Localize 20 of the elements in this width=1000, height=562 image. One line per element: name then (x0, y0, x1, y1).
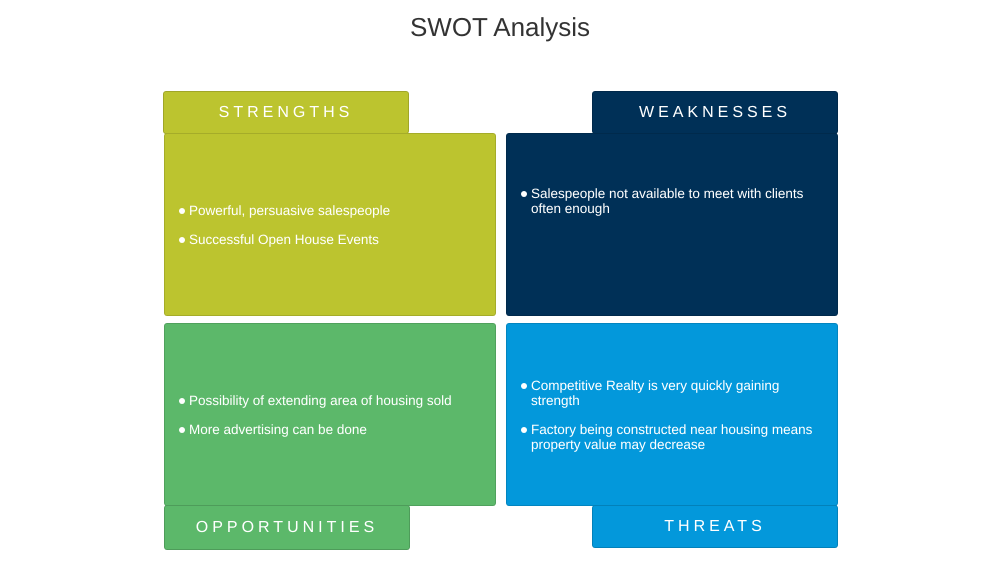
quadrant-box (506, 323, 838, 506)
heading-tab (592, 91, 838, 134)
bullet-item: Successful Open House Events (189, 232, 379, 246)
diagram-title: SWOT Analysis (410, 12, 590, 43)
bullet-item: Possibility of extending area of housing sold (189, 392, 452, 408)
bullet-item: Salespeople not available to meet with clients often enough (531, 186, 804, 216)
quadrant-box (164, 133, 496, 316)
quadrant-heading: THREATS (664, 518, 766, 536)
heading-tab (592, 505, 838, 548)
bullet-item: Powerful, persuasive salespeople (189, 202, 390, 218)
quadrant-heading: STRENGTHS (218, 104, 354, 122)
quadrant-heading: WEAKNESSES (638, 104, 792, 122)
bullet-item: Competitive Realty is very quickly gaining strength (531, 378, 780, 408)
quadrant-box (164, 323, 496, 506)
bullet-item: Factory being constructed near housing means property value may decrease (531, 422, 814, 452)
heading-tab (164, 505, 410, 550)
quadrant-box (506, 133, 838, 316)
heading-tab (163, 91, 409, 134)
bullet-item: More advertising can be done (189, 422, 367, 436)
quadrant-heading: OPPORTUNITIES (196, 518, 378, 536)
